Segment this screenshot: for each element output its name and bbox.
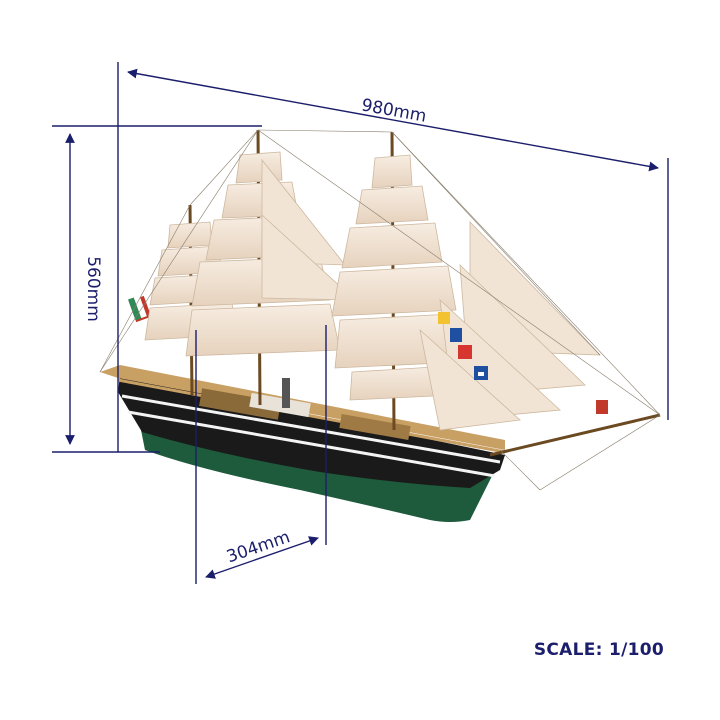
length-label: 980mm xyxy=(360,95,428,126)
signal-flags xyxy=(438,312,488,380)
scale-label: SCALE: 1/100 xyxy=(533,640,664,660)
dimension-annotations xyxy=(52,62,669,584)
sailing-ship-model xyxy=(99,129,661,522)
height-label: 560mm xyxy=(83,256,103,322)
beam-dimension-line xyxy=(205,536,319,579)
length-dimension-line xyxy=(127,68,659,172)
beam-label: 304mm xyxy=(224,527,293,567)
